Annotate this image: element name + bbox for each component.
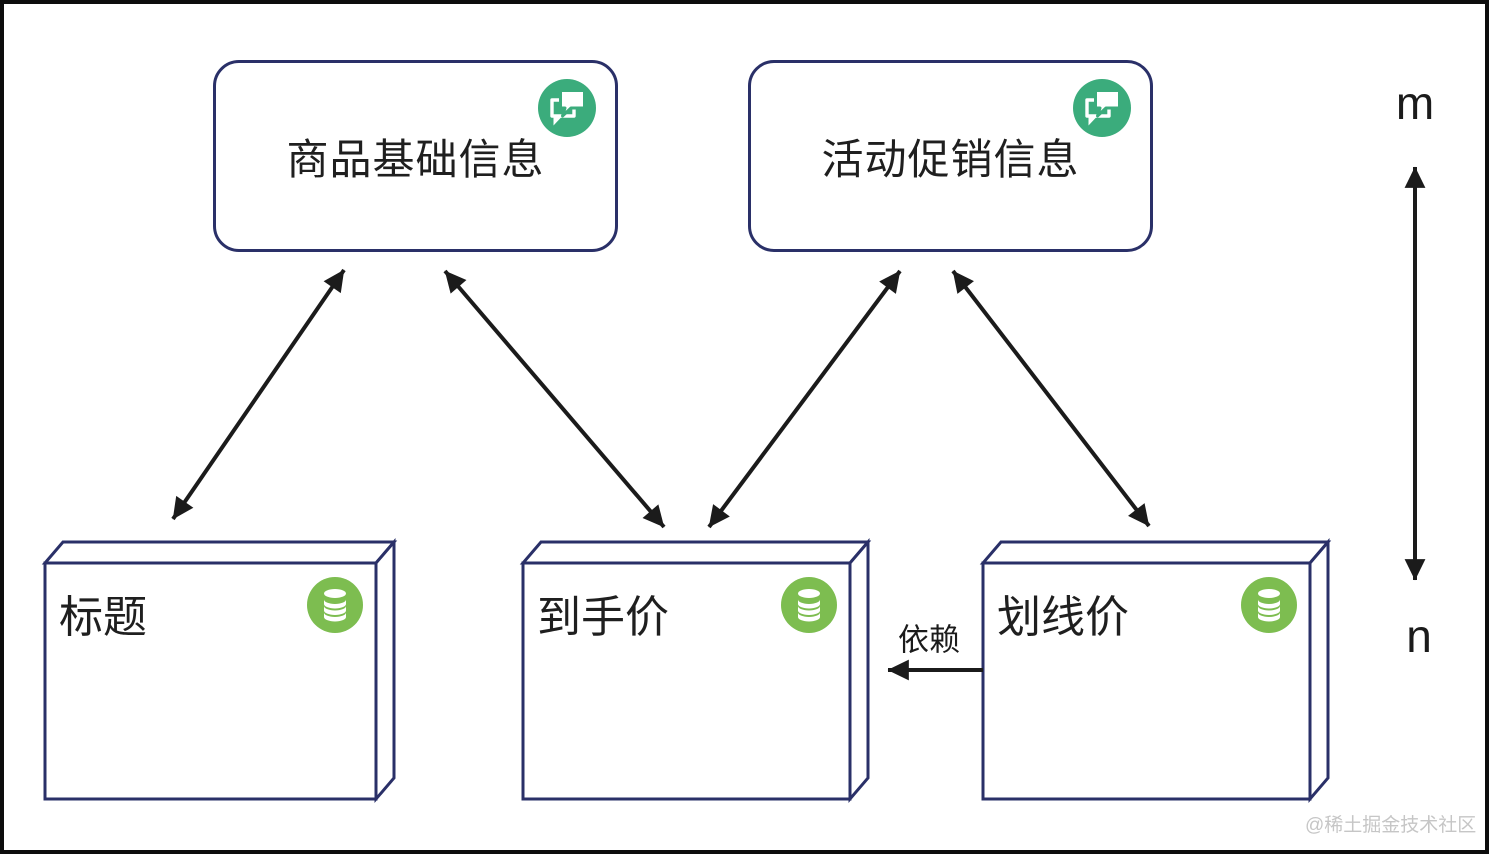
node-product-basic-info: 商品基础信息: [213, 60, 618, 252]
cardinality-m: m: [1395, 77, 1435, 129]
watermark: @稀土掘金技术社区: [1305, 815, 1477, 836]
edge-basicinfo-finalprice: [443, 269, 666, 529]
database-icon: [1241, 577, 1297, 633]
node-label: 到手价: [537, 593, 669, 642]
node-label: 标题: [59, 593, 147, 642]
chat-icon: [538, 79, 596, 137]
edge-promoinfo-listprice: [951, 269, 1151, 528]
chat-icon: [1073, 79, 1131, 137]
node-title: 标题: [45, 563, 376, 799]
node-promo-info: 活动促销信息: [748, 60, 1153, 252]
box3d-list-price: [979, 537, 1332, 804]
box3d-final-price: [519, 537, 872, 804]
node-label: 商品基础信息: [286, 135, 545, 183]
edge-basicinfo-title: [171, 268, 346, 521]
box3d-title: [41, 537, 398, 804]
dependency-label: 依赖: [898, 622, 960, 658]
database-icon: [307, 577, 363, 633]
node-final-price: 到手价: [523, 563, 850, 799]
edge-promoinfo-finalprice: [707, 269, 902, 529]
database-icon: [781, 577, 837, 633]
cardinality-n: n: [1406, 610, 1432, 662]
node-list-price: 划线价: [983, 563, 1310, 799]
node-label: 划线价: [997, 593, 1129, 642]
node-label: 活动促销信息: [821, 135, 1080, 183]
